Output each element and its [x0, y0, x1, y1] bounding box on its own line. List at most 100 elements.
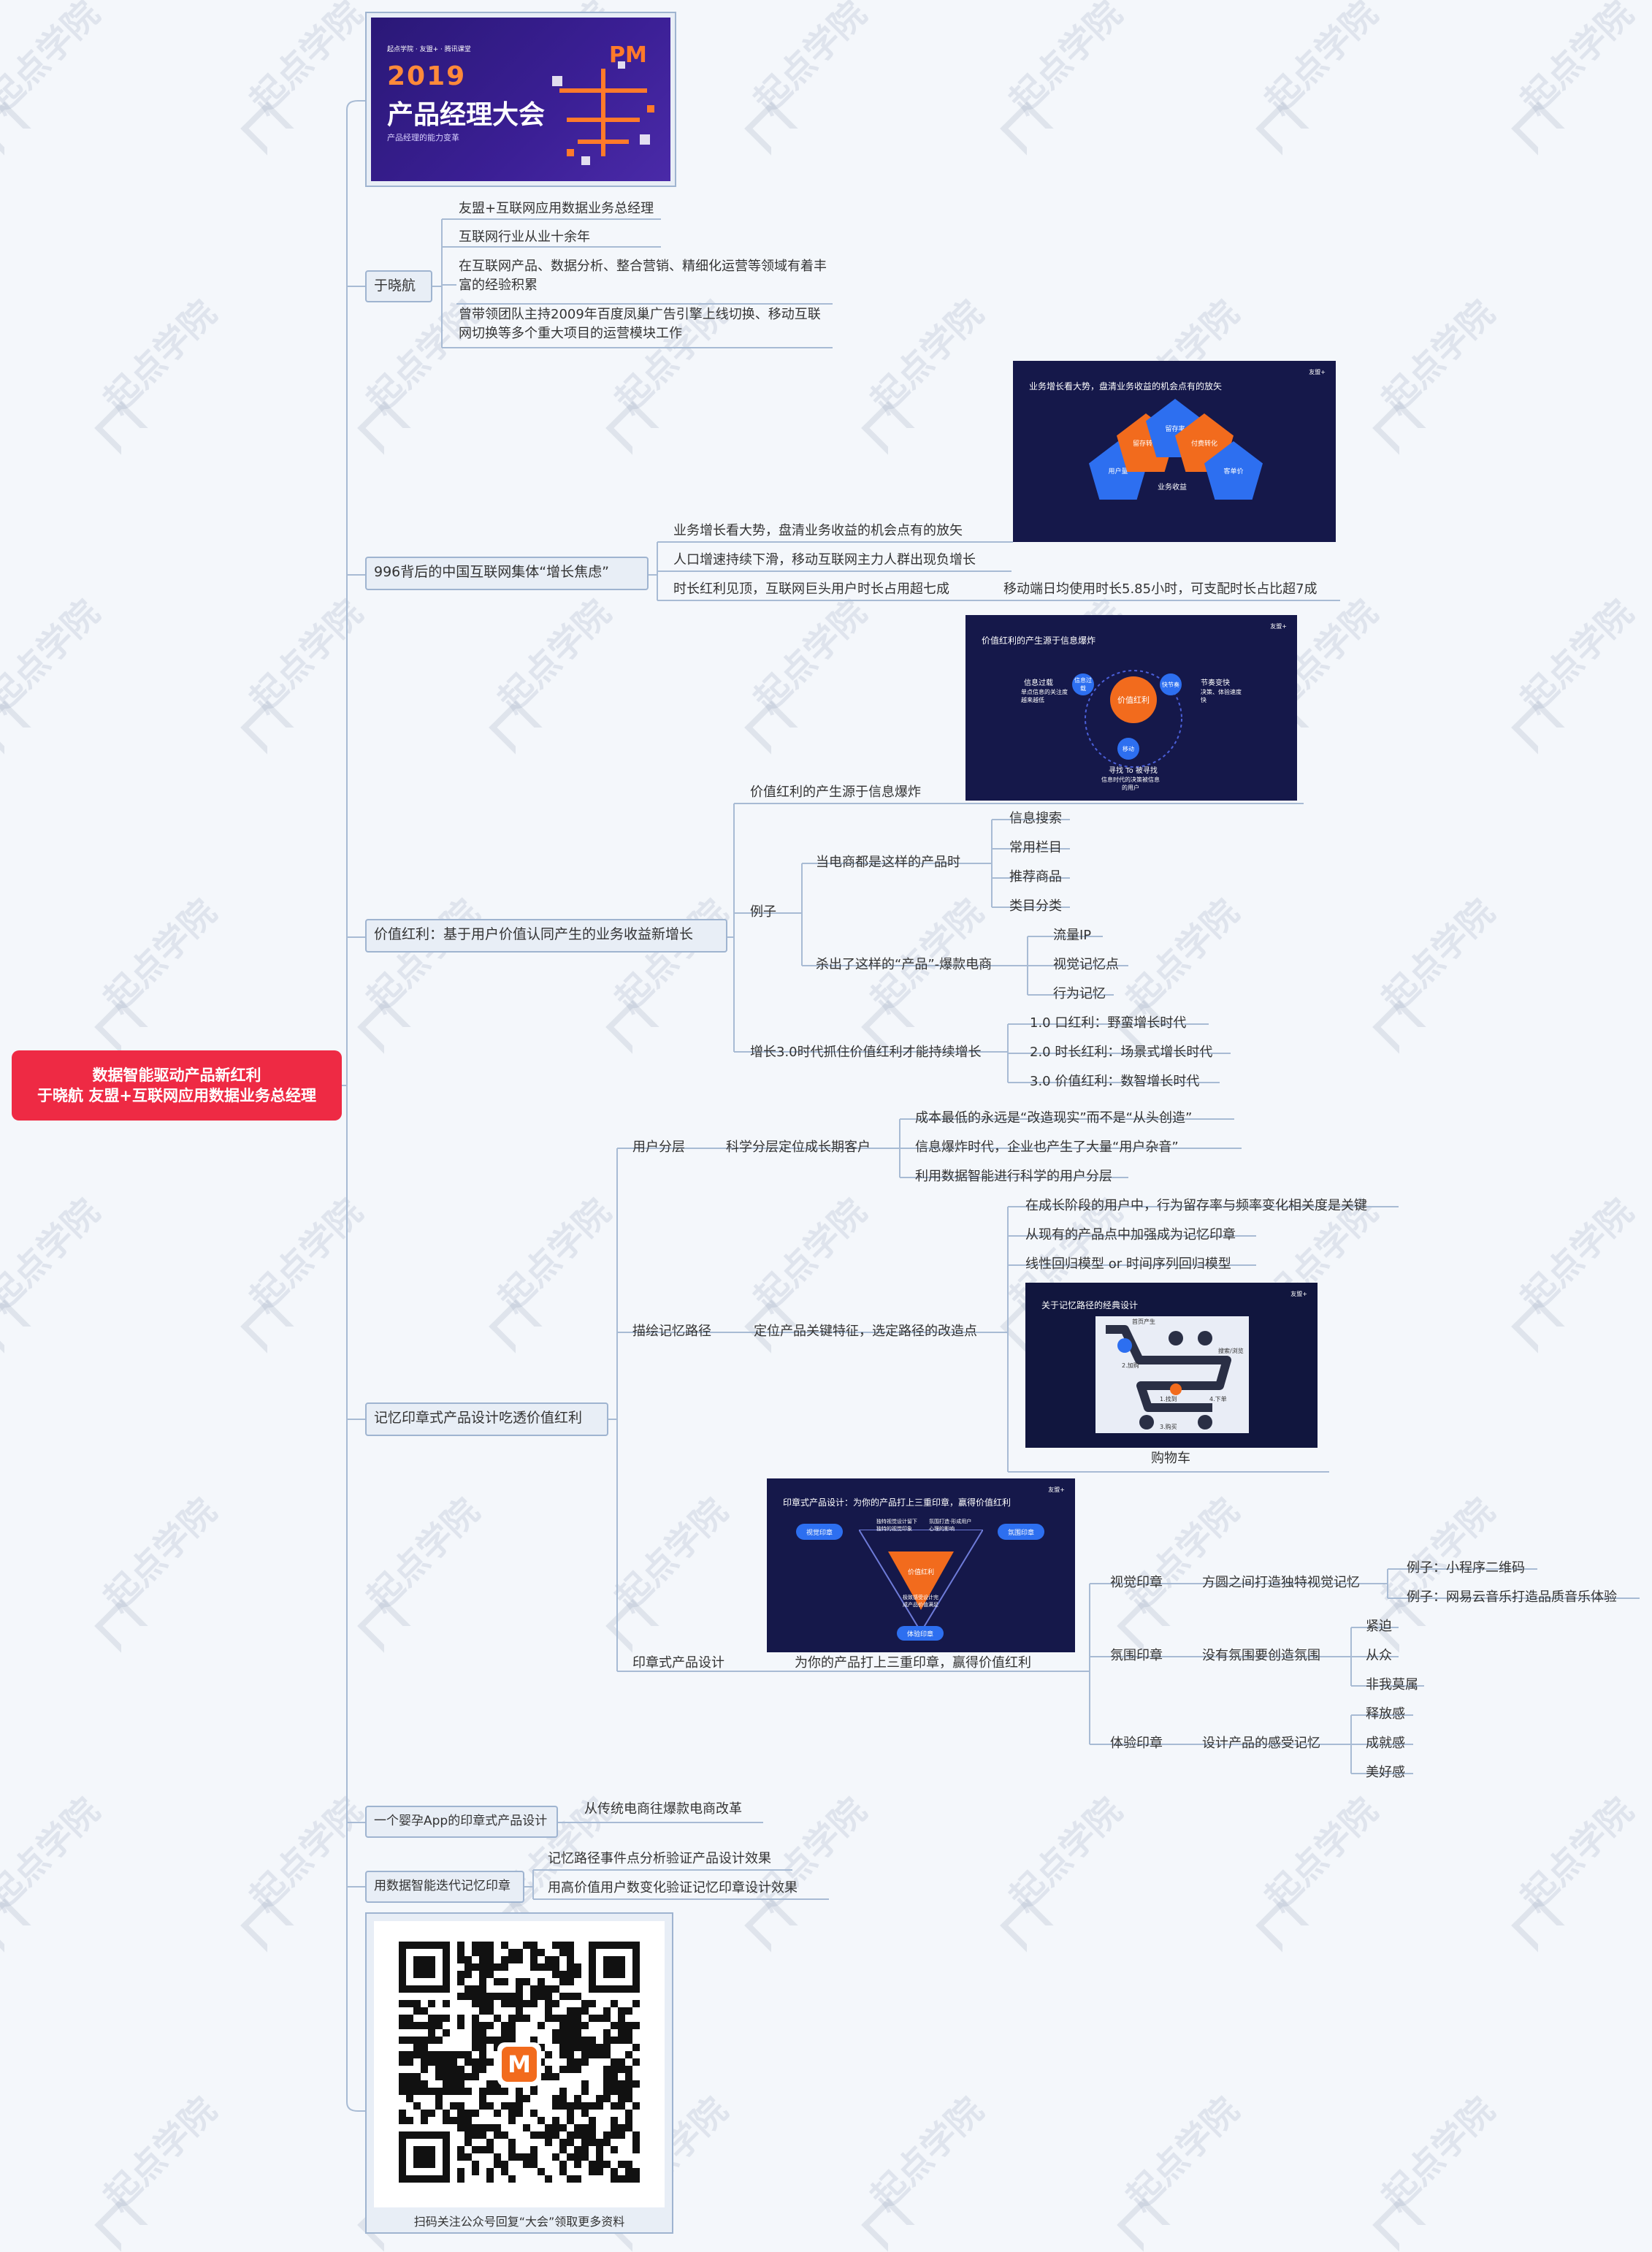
speaker-item[interactable]: 友盟+互联网应用数据业务总经理 — [459, 201, 654, 216]
stamp-center: 价值红利 — [907, 1568, 934, 1576]
ecom-item[interactable]: 常用栏目 — [1009, 840, 1062, 855]
value-bottom-sub: 信息时代的决策被信息的用户 — [1101, 776, 1160, 791]
baby-node[interactable]: 一个婴孕App的印章式产品设计 — [365, 1806, 558, 1838]
stamp-exp[interactable]: 体验印章 — [1110, 1736, 1163, 1751]
anxiety-node[interactable]: 996背后的中国互联网集体“增长焦虑” — [365, 557, 649, 590]
logo-m: M — [502, 2047, 537, 2082]
atmos-item[interactable]: 从众 — [1366, 1648, 1392, 1663]
value-left-sub: 单点信息的关注度越来越低 — [1021, 689, 1068, 703]
stamp-slide: 友盟+ 印章式产品设计：为你的产品打上三重印章，赢得价值红利 价值红利 视觉印章… — [767, 1478, 1075, 1652]
ecom-item[interactable]: 类目分类 — [1009, 898, 1062, 914]
ecom-item[interactable]: 信息搜索 — [1009, 811, 1062, 826]
stamp-visual-sub[interactable]: 方圆之间打造独特视觉记忆 — [1202, 1575, 1360, 1590]
value-bottom: 寻找 To 被寻找 — [1109, 767, 1158, 775]
value-left-dot: 信息过载 — [1072, 673, 1094, 695]
slide-title: 关于记忆路径的经典设计 — [1041, 1300, 1139, 1310]
growth-item[interactable]: 2.0 时长红利：场景式增长时代 — [1030, 1045, 1213, 1060]
value-info[interactable]: 价值红利的产生源于信息爆炸 — [750, 785, 921, 800]
stamp-bottom: 体验印章 — [897, 1626, 944, 1641]
stamp-triangle — [859, 1530, 983, 1632]
ecom-item[interactable]: 推荐商品 — [1009, 869, 1062, 885]
root-node[interactable]: 数据智能驱动产品新红利 于晓航 友盟+互联网应用数据业务总经理 — [12, 1050, 342, 1121]
iterate-item[interactable]: 用高价值用户数变化验证记忆印章设计效果 — [548, 1880, 798, 1896]
visual-item[interactable]: 例子：小程序二维码 — [1407, 1560, 1525, 1576]
sci-item[interactable]: 信息爆炸时代，企业也产生了大量“用户杂音” — [915, 1140, 1179, 1155]
visual-item[interactable]: 例子：网易云音乐打造品质音乐体验 — [1407, 1589, 1617, 1605]
exp-item[interactable]: 成就感 — [1366, 1736, 1405, 1751]
qr-code-frame: M — [374, 1921, 665, 2207]
memory-stamp[interactable]: 印章式产品设计 — [632, 1655, 724, 1671]
memory-stamp-sub[interactable]: 为你的产品打上三重印章，赢得价值红利 — [795, 1655, 1031, 1671]
iterate-node[interactable]: 用数据智能迭代记忆印章 — [365, 1871, 524, 1903]
anxiety-item[interactable]: 人口增速持续下滑，移动互联网主力人群出现负增长 — [673, 552, 976, 568]
root-line1: 数据智能驱动产品新红利 — [92, 1066, 261, 1084]
slide-title: 业务增长看大势，盘清业务收益的机会点有的放矢 — [1029, 381, 1223, 392]
cart-path — [1106, 1325, 1231, 1430]
value-bottom-dot: 移动 — [1117, 738, 1139, 760]
memory-sci[interactable]: 科学分层定位成长期客户 — [726, 1140, 871, 1155]
stamp-right: 氛围印章 — [998, 1524, 1044, 1540]
speaker-item[interactable]: 互联网行业从业十余年 — [459, 229, 590, 245]
stamp-text: 极致感受设计完成产品价值满足 — [903, 1595, 938, 1608]
sci-item[interactable]: 利用数据智能进行科学的用户分层 — [915, 1169, 1112, 1184]
kill-item[interactable]: 流量IP — [1053, 928, 1092, 943]
slide-title: 价值红利的产生源于信息爆炸 — [982, 635, 1096, 646]
anxiety-subitem[interactable]: 移动端日均使用时长5.85小时，可支配时长占比超7成 — [1003, 581, 1318, 597]
banner-logos: 起点学院 · 友盟+ · 腾讯课堂 — [387, 46, 471, 53]
value-example[interactable]: 例子 — [750, 904, 776, 920]
memory-path[interactable]: 描绘记忆路径 — [632, 1324, 711, 1339]
memory-node[interactable]: 记忆印章式产品设计吃透价值红利 — [365, 1402, 608, 1436]
value-growth[interactable]: 增长3.0时代抓住价值红利才能持续增长 — [750, 1045, 982, 1060]
value-left: 信息过载 — [1024, 679, 1053, 687]
slide-logo: 友盟+ — [1048, 1486, 1065, 1493]
kill-item[interactable]: 视觉记忆点 — [1053, 957, 1119, 972]
stamp-atmos[interactable]: 氛围印章 — [1110, 1648, 1163, 1663]
atmos-item[interactable]: 紧迫 — [1366, 1619, 1392, 1634]
stamp-exp-sub[interactable]: 设计产品的感受记忆 — [1202, 1736, 1320, 1751]
iterate-item[interactable]: 记忆路径事件点分析验证产品设计效果 — [548, 1851, 771, 1866]
memory-users[interactable]: 用户分层 — [632, 1140, 685, 1155]
value-right-dot: 快节奏 — [1160, 673, 1182, 695]
value-node[interactable]: 价值红利：基于用户价值认同产生的业务收益新增长 — [365, 919, 727, 953]
speaker-item[interactable]: 曾带领团队主持2009年百度凤巢广告引擎上线切换、移动互联网切换等多个重大项目的… — [459, 307, 821, 341]
kill-item[interactable]: 行为记忆 — [1053, 986, 1106, 1001]
growth-item[interactable]: 1.0 口红利：野蛮增长时代 — [1030, 1015, 1187, 1031]
atmos-item[interactable]: 非我莫属 — [1366, 1677, 1418, 1692]
stamp-atmos-sub[interactable]: 没有氛围要创造氛围 — [1202, 1648, 1320, 1663]
root-line2: 于晓航 友盟+互联网应用数据业务总经理 — [37, 1087, 316, 1104]
stamp-text: 独特视觉设计留下独特的视觉印象 — [876, 1519, 917, 1532]
growth-item[interactable]: 3.0 价值红利：数智增长时代 — [1030, 1074, 1200, 1089]
conference-banner-node: 起点学院 · 友盟+ · 腾讯课堂 2019 产品经理大会 产品经理的能力变革 … — [365, 12, 676, 187]
banner-year: 2019 — [387, 61, 467, 91]
value-right: 节奏变快 — [1201, 679, 1230, 687]
slide-logo: 友盟+ — [1309, 369, 1326, 375]
qr-center-logo: M — [497, 2042, 541, 2086]
exp-item[interactable]: 释放感 — [1366, 1706, 1405, 1722]
value-ecom[interactable]: 当电商都是这样的产品时 — [816, 855, 960, 870]
locate-item[interactable]: 从现有的产品点中加强成为记忆印章 — [1025, 1227, 1236, 1243]
cart-label[interactable]: 购物车 — [1151, 1451, 1190, 1466]
cart-label: 3.购买 — [1160, 1424, 1177, 1430]
baby-item[interactable]: 从传统电商往爆款电商改革 — [584, 1801, 742, 1817]
qr-node[interactable]: M 扫码关注公众号回复“大会”领取更多资料 — [365, 1912, 673, 2234]
cart-diagram: 首页产生 搜索/浏览 1.找到 2.加购 3.购买 4.下单 — [1095, 1316, 1249, 1433]
banner-pm: PM — [609, 42, 647, 68]
banner-title: 产品经理大会 — [387, 100, 546, 130]
locate-item[interactable]: 线性回归模型 or 时间序列回归模型 — [1025, 1256, 1231, 1272]
cart-label: 首页产生 — [1132, 1318, 1155, 1325]
anxiety-item[interactable]: 时长红利见顶，互联网巨头用户时长占用超七成 — [673, 581, 949, 597]
cart-label: 1.找到 — [1160, 1396, 1177, 1402]
speaker-item[interactable]: 在互联网产品、数据分析、整合营销、精细化运营等领域有着丰富的经验积累 — [459, 259, 827, 293]
value-kill[interactable]: 杀出了这样的“产品”-爆款电商 — [816, 957, 993, 972]
slide-bottom: 业务收益 — [1158, 484, 1187, 492]
speaker-node[interactable]: 于晓航 — [365, 270, 432, 302]
sci-item[interactable]: 成本最低的永远是“改造现实”而不是“从头创造” — [915, 1110, 1193, 1126]
exp-item[interactable]: 美好感 — [1366, 1765, 1405, 1780]
memory-locate[interactable]: 定位产品关键特征，选定路径的改造点 — [754, 1324, 977, 1339]
anxiety-item[interactable]: 业务增长看大势，盘清业务收益的机会点有的放矢 — [673, 523, 963, 538]
stamp-text: 氛围打造·形成用户心理的影响 — [929, 1519, 972, 1532]
cart-label: 搜索/浏览 — [1218, 1348, 1244, 1354]
locate-item[interactable]: 在成长阶段的用户中，行为留存率与频率变化相关度是关键 — [1025, 1198, 1367, 1213]
stamp-visual[interactable]: 视觉印章 — [1110, 1575, 1163, 1590]
